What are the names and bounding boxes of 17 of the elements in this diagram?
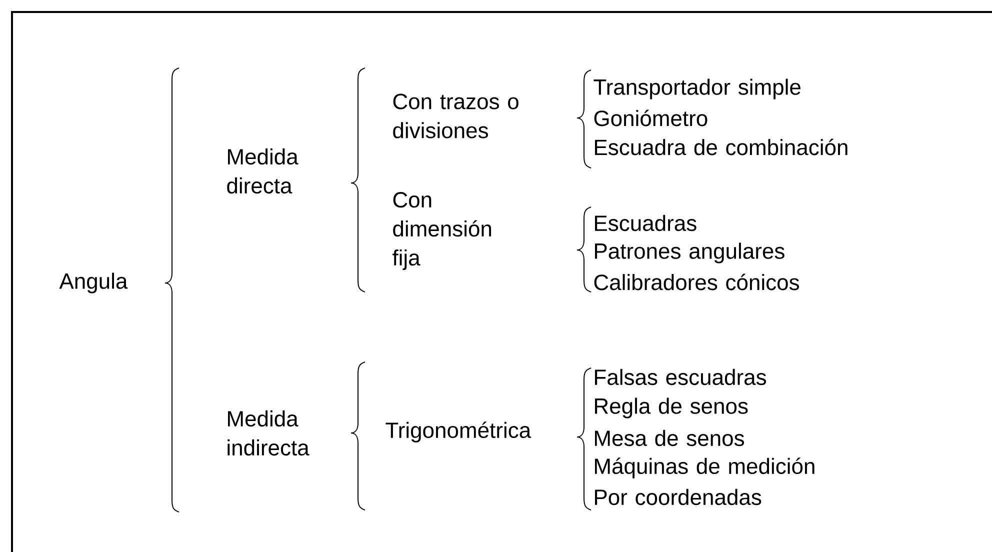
item-label: Escuadra de combinación <box>595 138 848 156</box>
item-label: Máquinas de medición <box>595 458 814 478</box>
item-label: Patrones angulares <box>595 242 784 264</box>
item-label: Regla de senos <box>595 398 748 418</box>
item-label: Transportador simple <box>594 78 800 100</box>
item-label: Falsas escuadras <box>595 368 766 386</box>
item-label: Goniómetro <box>594 110 708 126</box>
item-label: Medida indirecta <box>228 410 310 456</box>
item-label: Con dimensión fija <box>392 192 492 270</box>
item-label: Por coordenadas <box>595 488 762 506</box>
item-label: Mesa de senos <box>595 430 744 446</box>
item-label: Trigonométrica <box>386 422 532 442</box>
item-label: Angula <box>59 272 128 294</box>
item-label: Calibradores cónicos <box>594 274 800 290</box>
item-label: Escuadras <box>595 214 696 232</box>
item-label: Con trazos o divisiones <box>393 94 518 138</box>
item-label: Medida directa <box>227 148 298 194</box>
